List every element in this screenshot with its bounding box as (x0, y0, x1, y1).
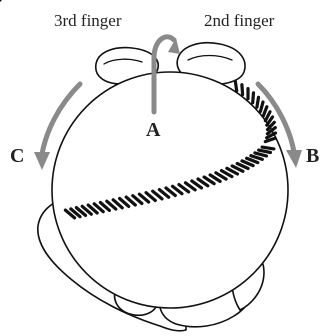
arrow-c-head (34, 152, 50, 170)
second-finger-label: 2nd finger (204, 11, 275, 30)
seam-stitch (257, 97, 259, 107)
seam-stitch (235, 81, 236, 91)
seam-stitch (253, 93, 254, 103)
third-finger-label: 3rd finger (54, 11, 122, 30)
seam-stitch (260, 102, 263, 112)
arrow-c-label: C (10, 145, 24, 167)
arrow-a-label: A (146, 119, 161, 141)
seam-stitch (242, 85, 243, 95)
seam-stitch (263, 107, 267, 116)
arrow-b-label: B (306, 145, 319, 167)
arrow-b-head (286, 150, 302, 168)
seam-stitch (262, 147, 274, 149)
